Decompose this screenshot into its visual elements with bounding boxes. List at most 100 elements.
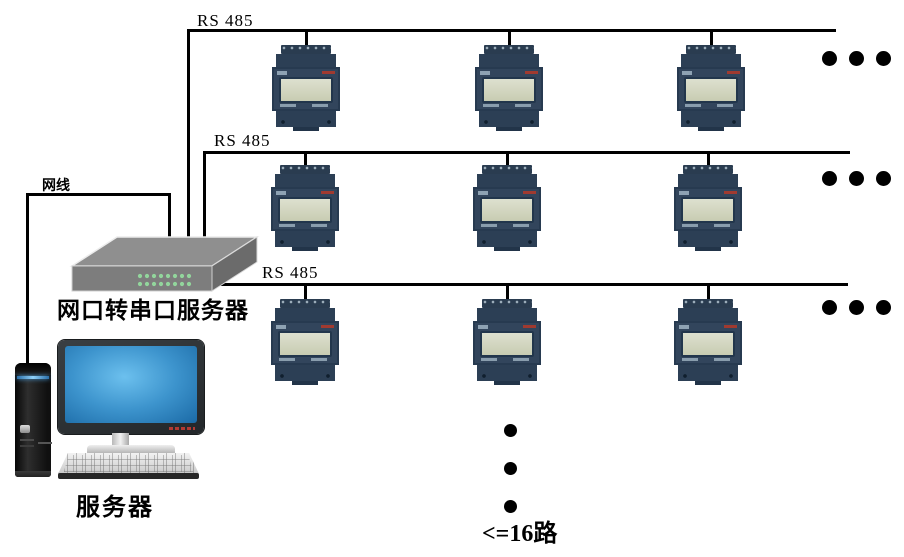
meter-upper-body — [477, 308, 537, 321]
dot-icon — [504, 500, 517, 513]
dot-icon — [876, 300, 891, 315]
monitor-screen — [65, 346, 197, 423]
meter-red-mark — [321, 191, 334, 194]
energy-meter-2-1 — [271, 165, 339, 251]
meter-red-mark — [321, 325, 334, 328]
meter-terminal-bottom — [698, 127, 724, 131]
meter-brand-mark — [276, 325, 286, 329]
bus1-label: RS 485 — [197, 11, 254, 30]
meter-lcd-display — [480, 331, 534, 357]
meter-upper-body — [276, 54, 336, 67]
pc-tower-icon — [15, 363, 51, 477]
meter-terminal-bottom — [292, 247, 318, 251]
rs485-bus-line-2 — [203, 151, 850, 154]
dot-icon — [876, 51, 891, 66]
dot-icon — [849, 171, 864, 186]
meter-upper-body — [477, 174, 537, 187]
meter-face-text — [279, 358, 295, 361]
meter-upper-body — [479, 54, 539, 67]
dot-icon — [849, 51, 864, 66]
meter-upper-body — [275, 308, 335, 321]
ethernet-cable-to-converter — [168, 193, 171, 247]
keyboard-icon — [58, 453, 199, 479]
meter-brand-mark — [679, 325, 689, 329]
meter-face — [473, 187, 541, 231]
ethernet-cable-to-pc — [26, 193, 29, 368]
converter-label: 网口转串口服务器 — [57, 298, 249, 323]
meter-stub — [707, 151, 710, 168]
server-label: 服务器 — [76, 495, 154, 521]
meter-face — [674, 187, 742, 231]
monitor-brand-marks — [169, 427, 195, 430]
bus2-label: RS 485 — [214, 131, 271, 150]
energy-meter-1-2 — [475, 45, 543, 131]
tower-blue-light — [17, 376, 49, 379]
meter-face — [674, 321, 742, 365]
keyboard-base — [58, 473, 199, 479]
meter-terminal-bottom — [494, 247, 520, 251]
dot-icon — [822, 300, 837, 315]
bus1-drop-line — [187, 29, 190, 247]
rs485-bus-line-3 — [213, 283, 848, 286]
serial-server-box-icon — [69, 236, 260, 292]
converter-led-array — [137, 273, 192, 287]
energy-meter-3-1 — [271, 299, 339, 385]
meter-face — [271, 321, 339, 365]
meter-lcd-display — [681, 197, 735, 223]
energy-meter-2-2 — [473, 165, 541, 251]
dot-icon — [876, 171, 891, 186]
converter-front-face — [71, 265, 213, 292]
meter-terminal-top — [484, 45, 534, 54]
meter-lower-body — [678, 231, 738, 247]
meter-face — [475, 67, 543, 111]
dot-icon — [504, 462, 517, 475]
meter-lower-body — [477, 365, 537, 381]
meter-lower-body — [275, 365, 335, 381]
energy-meter-3-2 — [473, 299, 541, 385]
meter-stub — [304, 151, 307, 168]
energy-meter-3-3 — [674, 299, 742, 385]
meter-red-mark — [525, 71, 538, 74]
row-continuation-dots-1 — [822, 51, 891, 66]
dot-icon — [822, 171, 837, 186]
tower-base — [15, 471, 51, 477]
meter-red-mark — [727, 71, 740, 74]
meter-terminal-top — [280, 299, 330, 308]
ethernet-cable-label: 网线 — [42, 179, 70, 194]
meter-terminal-bottom — [695, 381, 721, 385]
bus2-drop-line — [203, 151, 206, 247]
meter-face-text — [685, 104, 701, 107]
energy-meter-1-3 — [677, 45, 745, 131]
meter-upper-body — [681, 54, 741, 67]
meter-face-text — [280, 104, 296, 107]
meter-terminal-top — [683, 299, 733, 308]
meter-terminal-bottom — [293, 127, 319, 131]
meter-terminal-top — [686, 45, 736, 54]
column-continuation-dots — [504, 424, 517, 513]
monitor-icon — [58, 340, 204, 434]
row-continuation-dots-3 — [822, 300, 891, 315]
row-continuation-dots-2 — [822, 171, 891, 186]
meter-lcd-display — [480, 197, 534, 223]
meter-stub — [305, 29, 308, 48]
energy-meter-1-1 — [272, 45, 340, 131]
meter-red-mark — [724, 325, 737, 328]
rs485-bus-line-1 — [187, 29, 836, 32]
meter-lower-body — [477, 231, 537, 247]
meter-brand-mark — [478, 191, 488, 195]
meter-terminal-bottom — [695, 247, 721, 251]
meter-stub — [710, 29, 713, 48]
meter-brand-mark — [679, 191, 689, 195]
meter-upper-body — [678, 174, 738, 187]
meter-brand-mark — [478, 325, 488, 329]
meter-upper-body — [678, 308, 738, 321]
meter-lcd-display — [278, 197, 332, 223]
meter-terminal-bottom — [496, 127, 522, 131]
meter-red-mark — [322, 71, 335, 74]
meter-terminal-bottom — [292, 381, 318, 385]
meter-stub — [506, 151, 509, 168]
bus3-label: RS 485 — [262, 263, 319, 282]
meter-lcd-display — [482, 77, 536, 103]
meter-stub — [707, 283, 710, 302]
